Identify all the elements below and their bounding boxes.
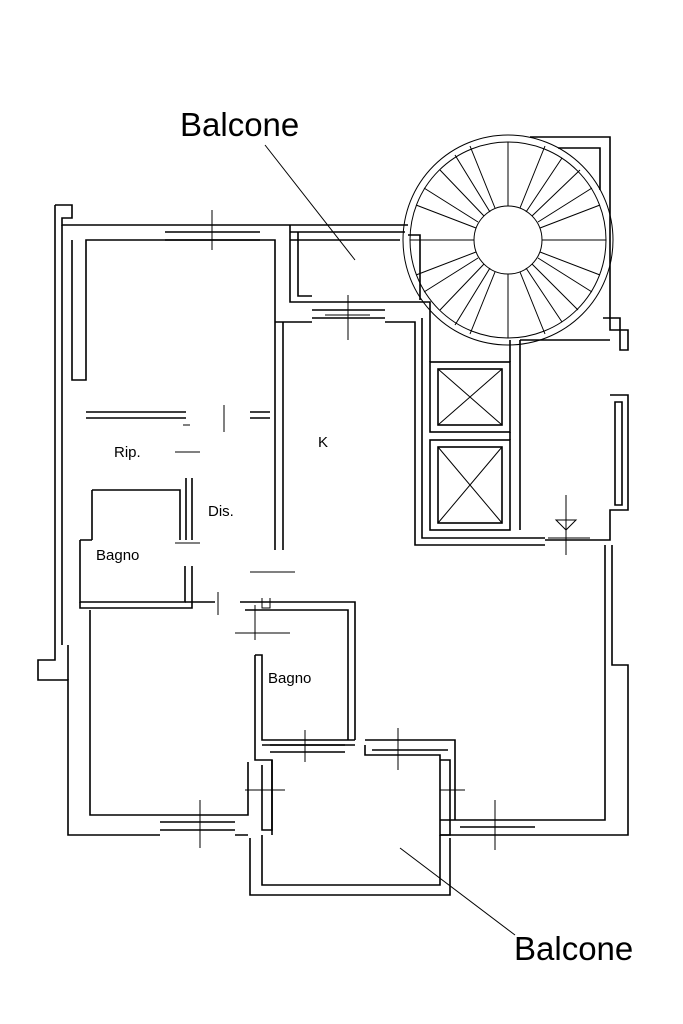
left-rooms bbox=[79, 405, 356, 740]
label-disimpegno: Dis. bbox=[208, 503, 234, 520]
lower-balcony bbox=[249, 728, 535, 896]
leader-line-bottom bbox=[399, 847, 516, 936]
label-balcone-bottom: Balcone bbox=[514, 930, 634, 967]
leader-line-top bbox=[264, 144, 356, 261]
label-ripostiglio: Rip. bbox=[114, 444, 141, 461]
label-balcone-top: Balcone bbox=[180, 106, 300, 143]
label-kitchen: K bbox=[318, 434, 329, 451]
label-bagno-right: Bagno bbox=[268, 670, 312, 687]
right-exterior-walls bbox=[440, 265, 629, 836]
label-bagno-left: Bagno bbox=[96, 547, 140, 564]
upper-balcony-room bbox=[289, 225, 431, 340]
spiral-staircase bbox=[402, 134, 614, 346]
elevator-shafts bbox=[429, 325, 521, 531]
lower-rooms bbox=[89, 610, 355, 848]
kitchen-walls bbox=[275, 318, 545, 550]
